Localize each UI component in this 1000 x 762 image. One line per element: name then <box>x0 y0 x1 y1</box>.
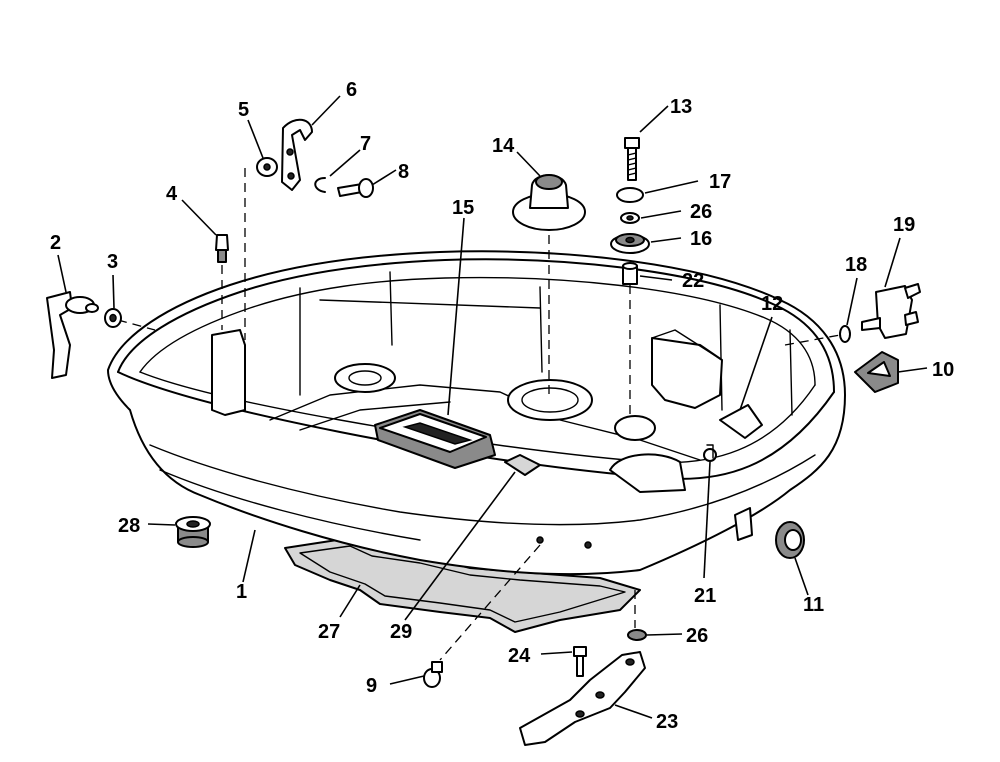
callout-11: 11 <box>803 594 824 616</box>
callout-24: 24 <box>508 645 531 667</box>
bolt-part-8 <box>337 178 374 198</box>
callout-12: 12 <box>761 293 783 315</box>
callout-28: 28 <box>118 515 140 537</box>
callout-27: 27 <box>318 621 340 643</box>
callout-16: 16 <box>690 228 712 250</box>
assembly-lines <box>117 168 841 661</box>
rubber-mount-part <box>610 233 650 254</box>
callout-9: 9 <box>366 675 377 697</box>
leader-lines <box>57 95 928 719</box>
valve-fitting-part <box>861 283 921 339</box>
callout-10: 10 <box>932 359 954 381</box>
callout-13: 13 <box>670 96 692 118</box>
callout-5: 5 <box>238 99 249 121</box>
callout-23: 23 <box>656 711 678 733</box>
throttle-lever-part <box>46 291 99 379</box>
callout-8: 8 <box>398 161 409 183</box>
grommet-part-11 <box>775 521 805 559</box>
callout-7: 7 <box>360 133 371 155</box>
callout-18: 18 <box>845 254 867 276</box>
callout-4: 4 <box>166 183 178 205</box>
callout-26-bottom: 26 <box>686 625 708 647</box>
washer-part-26-bottom <box>627 629 647 641</box>
triangle-grommet-part <box>854 351 899 393</box>
washer-part-5 <box>256 157 278 177</box>
callout-15: 15 <box>452 197 474 219</box>
rubber-pad <box>374 409 496 469</box>
callout-17: 17 <box>709 171 731 193</box>
bracket-part-12 <box>719 404 763 439</box>
mount-grommet-part <box>512 174 586 231</box>
callout-22: 22 <box>682 270 704 292</box>
callout-14: 14 <box>492 135 515 157</box>
sleeve-part <box>622 262 638 285</box>
washer-part-18 <box>839 325 851 343</box>
bolt-part-24 <box>573 646 587 677</box>
callout-3: 3 <box>107 251 118 273</box>
grease-fitting-part <box>215 234 229 263</box>
latch-hook-part <box>281 118 313 191</box>
mounting-bracket-part <box>519 651 646 746</box>
retaining-ring-part <box>314 177 326 193</box>
plug-part-9 <box>423 661 443 688</box>
small-bracket <box>504 454 541 476</box>
callout-2: 2 <box>50 232 61 254</box>
callout-labels: 1 2 3 4 5 6 7 8 9 10 11 12 13 14 15 16 1… <box>50 79 954 733</box>
callout-21: 21 <box>694 585 716 607</box>
washer-part-26-top <box>620 212 640 224</box>
callout-1: 1 <box>236 581 247 603</box>
callout-6: 6 <box>346 79 357 101</box>
callout-26-top: 26 <box>690 201 712 223</box>
bolt-part-13 <box>624 137 640 181</box>
callout-29: 29 <box>390 621 412 643</box>
lower-cowl-pan <box>107 250 846 576</box>
washer-part-3 <box>104 308 122 328</box>
callout-19: 19 <box>893 214 915 236</box>
screw-part-21 <box>703 444 717 462</box>
grommet-part-28 <box>175 516 211 548</box>
washer-part-17 <box>616 187 644 203</box>
